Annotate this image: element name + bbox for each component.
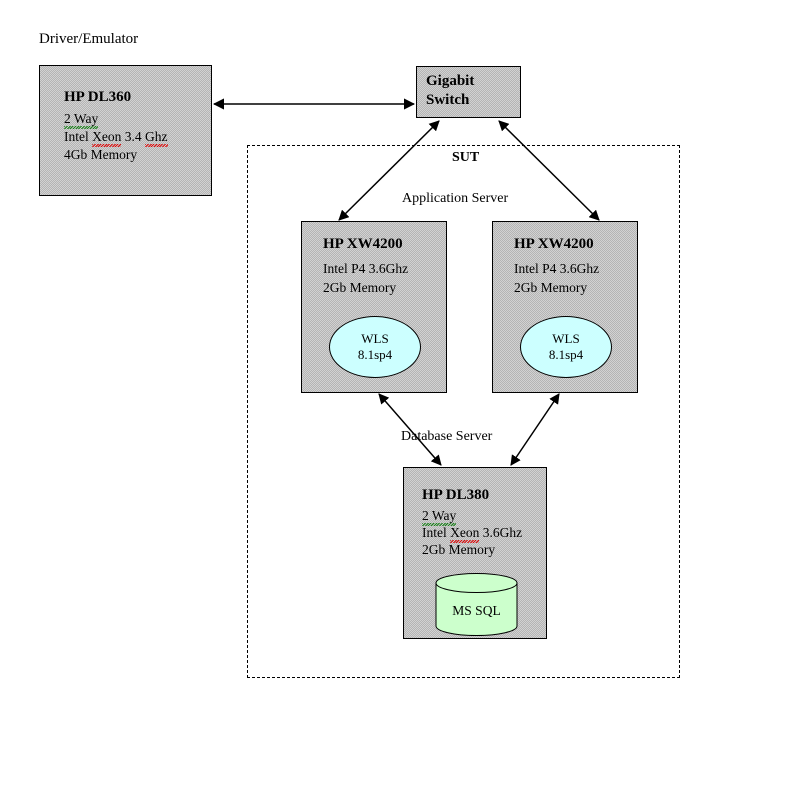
node-db-server[interactable]: HP DL380 2 Way Intel Xeon 3.6Ghz 2Gb Mem…: [403, 467, 547, 639]
sut-label: SUT: [452, 150, 480, 165]
app-server-1-wls-version: 8.1sp4: [357, 347, 393, 362]
app-server-2-cpu: Intel P4 3.6Ghz: [514, 261, 600, 276]
gigabit-switch-line2: Switch: [426, 92, 470, 108]
app-server-1-memory: 2Gb Memory: [323, 280, 397, 295]
application-server-label: Application Server: [402, 191, 509, 206]
app-server-1-wls-name: WLS: [361, 330, 389, 346]
db-server-cpu: Intel Xeon 3.6Ghz: [422, 525, 523, 543]
app-server-2-title: HP XW4200: [514, 236, 594, 252]
node-app-server-2[interactable]: HP XW4200 Intel P4 3.6Ghz 2Gb Memory WLS…: [492, 221, 638, 393]
sut-boundary: [247, 145, 680, 678]
hp-dl360-cpu: Intel Xeon 3.4 Ghz: [64, 129, 168, 147]
db-server-memory: 2Gb Memory: [422, 542, 496, 557]
node-hp-dl360[interactable]: HP DL360 2 Way Intel Xeon 3.4 Ghz 4Gb Me…: [39, 65, 212, 196]
app-server-1-title: HP XW4200: [323, 236, 403, 252]
ms-sql-label: MS SQL: [452, 603, 501, 618]
app-server-2-memory: 2Gb Memory: [514, 280, 588, 295]
db-server-ways: 2 Way: [422, 508, 457, 526]
app-server-2-wls-ellipse: WLS 8.1sp4: [520, 316, 612, 378]
hp-dl360-ways: 2 Way: [64, 111, 99, 129]
hp-dl360-title: HP DL360: [64, 89, 132, 105]
ms-sql-cylinder: MS SQL: [434, 573, 519, 636]
db-server-title: HP DL380: [422, 487, 490, 503]
node-gigabit-switch[interactable]: Gigabit Switch: [416, 66, 521, 118]
app-server-1-cpu: Intel P4 3.6Ghz: [323, 261, 409, 276]
app-server-2-wls-version: 8.1sp4: [548, 347, 584, 362]
node-app-server-1[interactable]: HP XW4200 Intel P4 3.6Ghz 2Gb Memory WLS…: [301, 221, 447, 393]
driver-emulator-label: Driver/Emulator: [39, 31, 139, 47]
hp-dl360-memory: 4Gb Memory: [64, 147, 138, 162]
gigabit-switch-line1: Gigabit: [426, 73, 475, 89]
database-server-label: Database Server: [401, 429, 493, 444]
app-server-2-wls-name: WLS: [552, 330, 580, 346]
app-server-1-wls-ellipse: WLS 8.1sp4: [329, 316, 421, 378]
